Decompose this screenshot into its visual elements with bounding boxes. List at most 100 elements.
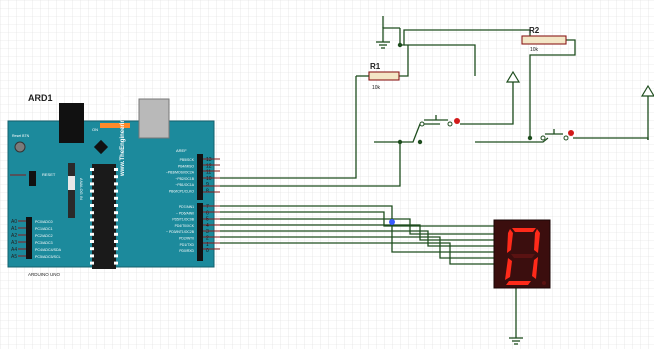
digital-pin-name-8: PB0/ICP1/CLKO — [169, 190, 194, 194]
chip-pin — [114, 189, 118, 193]
chip-pin — [90, 247, 94, 251]
chip-pin — [90, 254, 94, 258]
chip-pin — [90, 232, 94, 236]
chip-pin — [114, 204, 118, 207]
digital-pin-name-4: PD4/T0/XCK — [175, 224, 195, 228]
chip-pin — [114, 240, 118, 243]
r2-value: 10k — [530, 47, 539, 53]
chip-pin — [90, 175, 94, 179]
atmega-pins — [90, 168, 118, 265]
segment-c — [532, 257, 538, 279]
junctions — [389, 42, 533, 225]
chip-pin — [114, 175, 118, 179]
digital-header-top — [197, 154, 203, 200]
digital-pin-name-1: PD1/TXD — [180, 243, 195, 247]
digital-pin-5: 5 — [206, 217, 209, 223]
analog-pin-A3: A3 — [11, 240, 17, 246]
resistor-r1[interactable]: R1 10k — [356, 62, 400, 91]
digital-pin-2: 2 — [206, 236, 209, 242]
digital-pin-12: 12 — [206, 163, 212, 169]
analog-label: ANALOG IN — [79, 178, 84, 200]
push-button-1[interactable] — [419, 115, 460, 127]
digital-pin-name-2: PD2/INT0 — [179, 237, 194, 241]
chip-pin — [114, 211, 118, 215]
digital-pin-10: 10 — [206, 176, 212, 182]
power-jack — [59, 103, 84, 143]
seven-segment-display[interactable] — [493, 219, 551, 289]
segment-f — [507, 229, 513, 253]
arduino-board[interactable]: Reset BTN ON RESET ANALOG IN www.TheEngi… — [7, 78, 215, 269]
digital-header-bottom — [197, 203, 203, 261]
analog-pin-A4: A4 — [11, 247, 17, 253]
chip-pin — [90, 240, 94, 243]
digital-pin-4: 4 — [206, 223, 209, 229]
digital-pin-name-10: ~PB2/OC1B — [175, 177, 194, 181]
on-led — [100, 123, 130, 128]
wires — [220, 16, 649, 338]
ground-symbol-top — [376, 41, 390, 49]
digital-pin-name-13: PB5/SCK — [180, 158, 195, 162]
brand-text: www.TheEngineeringProjects.com — [120, 78, 126, 177]
ground-symbol-bottom — [509, 337, 523, 345]
reset-button[interactable] — [14, 141, 26, 153]
chip-pin — [114, 196, 118, 200]
segment-b — [534, 229, 540, 253]
r1-value: 10k — [372, 85, 381, 91]
digital-pin-stubs — [203, 158, 220, 250]
board-name: ARDUINO UNO — [28, 272, 61, 277]
power-terminal-1[interactable] — [505, 70, 521, 83]
regulator — [68, 163, 75, 218]
chip-pin — [114, 261, 118, 265]
digital-pin-1: 1 — [206, 242, 209, 248]
analog-pin-A0: A0 — [11, 219, 17, 225]
analog-pin-name-A3: PC3/ADC3 — [35, 241, 53, 245]
segment-g — [511, 254, 535, 258]
reset-label: RESET — [42, 172, 56, 177]
resistor-r2[interactable]: R2 10k — [521, 26, 567, 53]
analog-pin-stubs — [10, 174, 26, 257]
analog-header — [26, 217, 32, 259]
chip-pin — [114, 232, 118, 236]
digital-pin-13: 13 — [206, 157, 212, 163]
digital-pin-0: 0 — [206, 248, 209, 254]
aref-label: AREF — [176, 148, 187, 153]
digital-pin-6: 6 — [206, 210, 209, 216]
chip-pin — [114, 182, 118, 186]
digital-pin-name-6: ~ PD6/AIN0 — [176, 211, 194, 215]
power-terminal-2[interactable] — [640, 84, 654, 97]
chip-pin — [114, 168, 118, 171]
chip-pin — [90, 261, 94, 265]
digital-pin-name-5: PD5/T1/OC0B — [172, 218, 194, 222]
push-button-2[interactable] — [540, 129, 574, 141]
analog-pin-A5: A5 — [11, 254, 17, 260]
digital-pin-11: 11 — [206, 170, 211, 176]
digital-pin-name-11: ~PB3/MOSI/OC2A — [166, 171, 195, 175]
reset-header — [29, 171, 36, 186]
chip-pin — [114, 247, 118, 251]
chip-pin — [114, 225, 118, 229]
chip-pin — [90, 225, 94, 229]
digital-pin-name-7: PD7/AIN1 — [179, 205, 194, 209]
analog-pin-names: PC0/ADC0PC1/ADC1PC2/ADC2PC3/ADC3PC4/ADC4… — [35, 220, 62, 259]
chip-pin — [90, 168, 94, 171]
digital-pin-9: 9 — [206, 182, 209, 188]
r1-ref: R1 — [370, 62, 381, 71]
on-label: ON — [92, 127, 98, 132]
analog-pin-A2: A2 — [11, 233, 17, 239]
r2-ref: R2 — [529, 26, 540, 35]
digital-pin-name-0: PD0/RXD — [179, 249, 194, 253]
usb-connector — [138, 98, 170, 139]
board-ref: ARD1 — [28, 93, 53, 103]
analog-pin-A1: A1 — [11, 226, 17, 232]
atmega-chip — [92, 164, 116, 269]
chip-pin — [90, 182, 94, 186]
chip-pin — [90, 196, 94, 200]
chip-pin — [90, 218, 94, 222]
analog-pin-name-A4: PC4/ADC4/SDA — [35, 248, 62, 252]
digital-pin-name-9: ~PB1/OC1A — [175, 183, 194, 187]
digital-pin-name-3: ~ PD3/INT1/OC2B — [166, 230, 195, 234]
